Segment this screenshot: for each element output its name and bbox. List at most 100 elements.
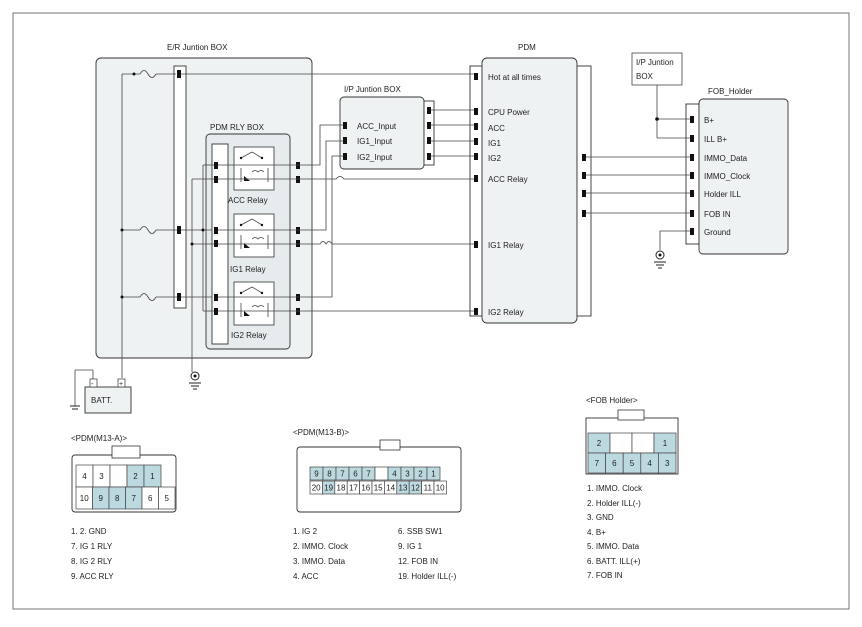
pdm-a-legend-2: 7. IG 1 RLY xyxy=(71,542,113,551)
pdm-pin-ig1-relay: IG1 Relay xyxy=(488,241,524,250)
ip-pin-acc: ACC_Input xyxy=(357,122,397,131)
pin-cell xyxy=(109,464,128,488)
pin-number: 4 xyxy=(82,472,87,481)
conn-pdm-a-title: <PDM(M13-A)> xyxy=(71,434,127,443)
pdm-b-legend-l3: 3. IMMO. Data xyxy=(293,557,346,566)
pdm-rly-box-title: PDM RLY BOX xyxy=(210,123,265,132)
pdm-pin-ig1: IG1 xyxy=(488,139,501,148)
pin-number: 20 xyxy=(312,484,321,493)
battery-ground xyxy=(70,369,94,410)
pdm-b-legend-r3: 12. FOB IN xyxy=(398,557,438,566)
ground-symbol-er xyxy=(189,371,201,390)
pdm-pin-acc: ACC xyxy=(488,124,505,133)
pin-number: 17 xyxy=(349,484,358,493)
pin-number: 7 xyxy=(132,494,137,503)
ip-input-wires xyxy=(300,124,343,298)
pin-number: 13 xyxy=(399,484,408,493)
pin-number: 12 xyxy=(411,484,420,493)
pdm-a-legend-1: 1. 2. GND xyxy=(71,527,107,536)
pin-number: 3 xyxy=(665,459,670,468)
pin-number: 10 xyxy=(80,494,89,503)
ip-junction-small-box xyxy=(631,52,683,86)
pin-number: 2 xyxy=(133,472,138,481)
pin-number: 19 xyxy=(324,484,333,493)
conn-fob-title: <FOB Holder> xyxy=(586,396,638,405)
pdm-title: PDM xyxy=(518,43,536,52)
fob-legend-7: 7. FOB IN xyxy=(587,571,623,580)
battery-neg-terminal xyxy=(89,378,98,388)
pdm-wires xyxy=(181,73,474,312)
ground-symbol-fob xyxy=(654,250,666,269)
pin-number: 7 xyxy=(366,470,371,479)
pin-number: 6 xyxy=(353,470,358,479)
ig2-relay xyxy=(233,281,275,326)
pin-number: 1 xyxy=(431,470,436,479)
pdm-pin-acc-relay: ACC Relay xyxy=(488,175,528,184)
pin-cell xyxy=(609,432,633,454)
pin-number: 14 xyxy=(386,484,395,493)
fob-pin-ill: ILL B+ xyxy=(704,135,727,144)
pdm-pin-ig2: IG2 xyxy=(488,154,501,163)
pdm-pins xyxy=(474,73,586,315)
pin-number: 1 xyxy=(663,439,668,448)
pin-cell xyxy=(433,480,447,495)
pin-number: 4 xyxy=(647,459,652,468)
ip-box-connector xyxy=(423,100,435,166)
pdm-a-legend-4: 9. ACC RLY xyxy=(71,572,114,581)
pdm-b-legend-l2: 2. IMMO. Clock xyxy=(293,542,349,551)
fob-legend-2: 2. Holder ILL(-) xyxy=(587,499,641,508)
pin-number: 9 xyxy=(314,470,319,479)
pin-number: 8 xyxy=(327,470,332,479)
battery xyxy=(84,386,132,414)
ip-junction-small-line2: BOX xyxy=(636,72,654,81)
pin-number: 8 xyxy=(115,494,120,503)
pdm-pin-cpu: CPU Power xyxy=(488,108,530,117)
fob-legend-4: 4. B+ xyxy=(587,528,606,537)
relay-wires xyxy=(190,164,300,372)
fob-pin-bplus: B+ xyxy=(704,116,714,125)
ig1-relay-label: IG1 Relay xyxy=(230,265,266,274)
battery-pos-label: + xyxy=(119,381,123,388)
acc-relay xyxy=(233,146,275,191)
fob-pin-fob-in: FOB IN xyxy=(704,210,731,219)
pin-cell xyxy=(374,466,389,481)
pin-number: 7 xyxy=(340,470,345,479)
er-busbar xyxy=(173,65,187,309)
pin-number: 5 xyxy=(165,494,170,503)
fob-pin-holder-ill: Holder ILL xyxy=(704,190,741,199)
fob-legend-5: 5. IMMO. Data xyxy=(587,542,640,551)
pdm-pin-hot: Hot at all times xyxy=(488,73,541,82)
battery-pos-terminal xyxy=(117,378,126,388)
pin-cell xyxy=(426,466,441,481)
pin-cell xyxy=(658,452,677,474)
pdm-pin-ig2-relay: IG2 Relay xyxy=(488,308,524,317)
pdm-b-legend-r2: 9. IG 1 xyxy=(398,542,423,551)
fob-holder-module xyxy=(698,98,789,255)
pin-number: 10 xyxy=(436,484,445,493)
pin-number: 3 xyxy=(405,470,410,479)
fob-wires xyxy=(586,85,690,250)
pin-number: 2 xyxy=(597,439,602,448)
pdm-b-legend-l1: 1. IG 2 xyxy=(293,527,318,536)
pdm-b-legend-l4: 4. ACC xyxy=(293,572,319,581)
pin-number: 18 xyxy=(337,484,346,493)
ig2-relay-label: IG2 Relay xyxy=(231,331,267,340)
pdm-b-legend-r4: 19. Holder ILL(-) xyxy=(398,572,457,581)
er-box-title: E/R Juntion BOX xyxy=(167,43,228,52)
pin-number: 16 xyxy=(361,484,370,493)
ip-pin-ig1: IG1_Input xyxy=(357,137,393,146)
fob-pin-immo-data: IMMO_Data xyxy=(704,154,748,163)
pin-number: 11 xyxy=(424,484,433,493)
pin-number: 4 xyxy=(392,470,397,479)
pin-number: 7 xyxy=(595,459,600,468)
pin-cell xyxy=(631,432,655,454)
pin-number: 9 xyxy=(99,494,104,503)
er-pins xyxy=(177,70,300,315)
ip-junction-small-line1: I/P Juntion xyxy=(636,58,674,67)
battery-label: BATT. xyxy=(91,396,112,405)
